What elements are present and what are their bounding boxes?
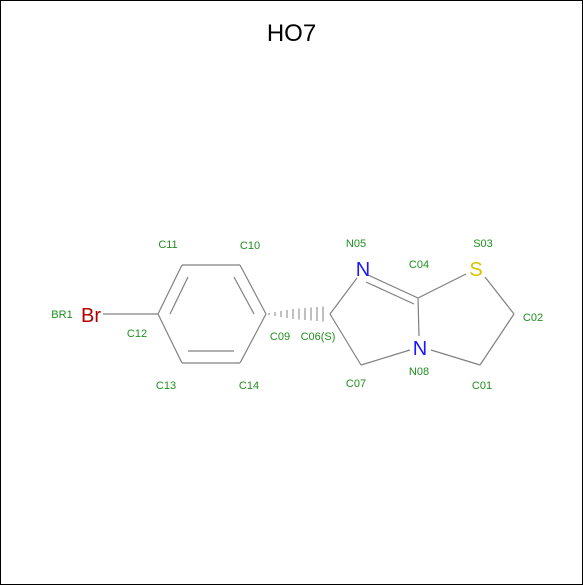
atom-label-c10: C10 xyxy=(240,240,260,252)
bond-c04-s03 xyxy=(417,273,467,299)
bond-c04-n08 xyxy=(417,297,420,337)
atom-label-c02: C02 xyxy=(523,312,543,324)
molecule-title: HO7 xyxy=(266,20,317,47)
atom-label-c09: C09 xyxy=(270,331,290,343)
hashed-wedge-c09-c06 xyxy=(268,306,324,322)
atom-label-n08: N08 xyxy=(409,366,429,378)
atom-label-s03: S03 xyxy=(473,238,493,250)
atom-symbol-n08: N xyxy=(413,338,427,360)
atom-symbol-n05: N xyxy=(356,259,370,281)
atom-label-br1: BR1 xyxy=(51,309,72,321)
bond-c02-c01 xyxy=(479,313,515,366)
atom-symbol-s03: S xyxy=(469,259,482,281)
bond-s03-c02 xyxy=(484,276,515,315)
bond-inner-c12-c11 xyxy=(169,276,189,315)
bond-n05-c04-b xyxy=(365,281,415,305)
bond-c06-n05 xyxy=(329,277,358,315)
atom-label-c14: C14 xyxy=(239,380,259,392)
atom-label-c11: C11 xyxy=(158,239,177,251)
bonds xyxy=(103,264,515,366)
atom-label-c04: C04 xyxy=(409,259,429,271)
atom-label-c07: C07 xyxy=(346,378,366,390)
bond-c12-c11 xyxy=(157,264,183,315)
atom-label-c06: C06(S) xyxy=(301,331,336,343)
bond-inner-c10-c09 xyxy=(233,276,255,315)
bond-n05-c04-a xyxy=(367,274,419,299)
bond-c13-c12 xyxy=(157,313,183,364)
bond-c07-n08 xyxy=(360,349,411,366)
bond-c06-c07 xyxy=(329,313,362,366)
bond-c10-c09 xyxy=(239,264,267,315)
atom-symbol-br: Br xyxy=(81,305,101,327)
bond-c01-n08 xyxy=(430,349,481,366)
atom-label-c12: C12 xyxy=(127,328,147,340)
atom-label-n05: N05 xyxy=(346,238,366,250)
atom-label-c13: C13 xyxy=(156,380,176,392)
atom-label-c01: C01 xyxy=(472,380,492,392)
bond-c09-c14 xyxy=(239,313,267,364)
atom-labels: BR1 C12 C11 C10 C13 C14 C09 C06(S) N05 C… xyxy=(51,238,543,392)
